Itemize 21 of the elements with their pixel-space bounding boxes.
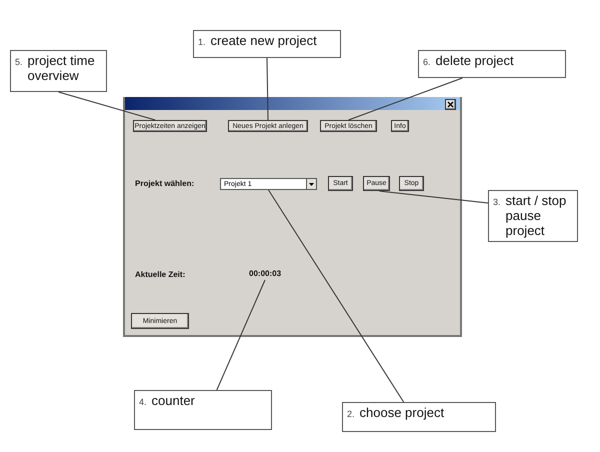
- callout-text: create new project: [210, 33, 317, 48]
- app-window: [123, 97, 462, 337]
- callout-text: counter: [152, 393, 195, 408]
- leader-line: [216, 280, 266, 390]
- callout-text: start / stop pause project: [506, 193, 568, 238]
- timer-value: 00:00:03: [249, 269, 289, 280]
- callout-number: 2.: [347, 408, 355, 421]
- callout-number: 6.: [423, 56, 431, 69]
- leader-line: [266, 58, 268, 120]
- callout-text: project time overview: [28, 53, 96, 83]
- leader-line: [378, 190, 488, 204]
- callout-number: 3.: [493, 196, 501, 209]
- callout-text: delete project: [436, 53, 514, 68]
- callout-number: 1.: [198, 36, 206, 49]
- field-label: Projekt wählen:: [135, 179, 194, 188]
- dropdown-field: [220, 178, 317, 190]
- field-label: Aktuelle Zeit:: [135, 270, 186, 279]
- leader-line: [268, 190, 404, 402]
- callout-number: 5.: [15, 56, 23, 69]
- callout-text: choose project: [360, 405, 444, 420]
- callout-number: 4.: [139, 396, 147, 409]
